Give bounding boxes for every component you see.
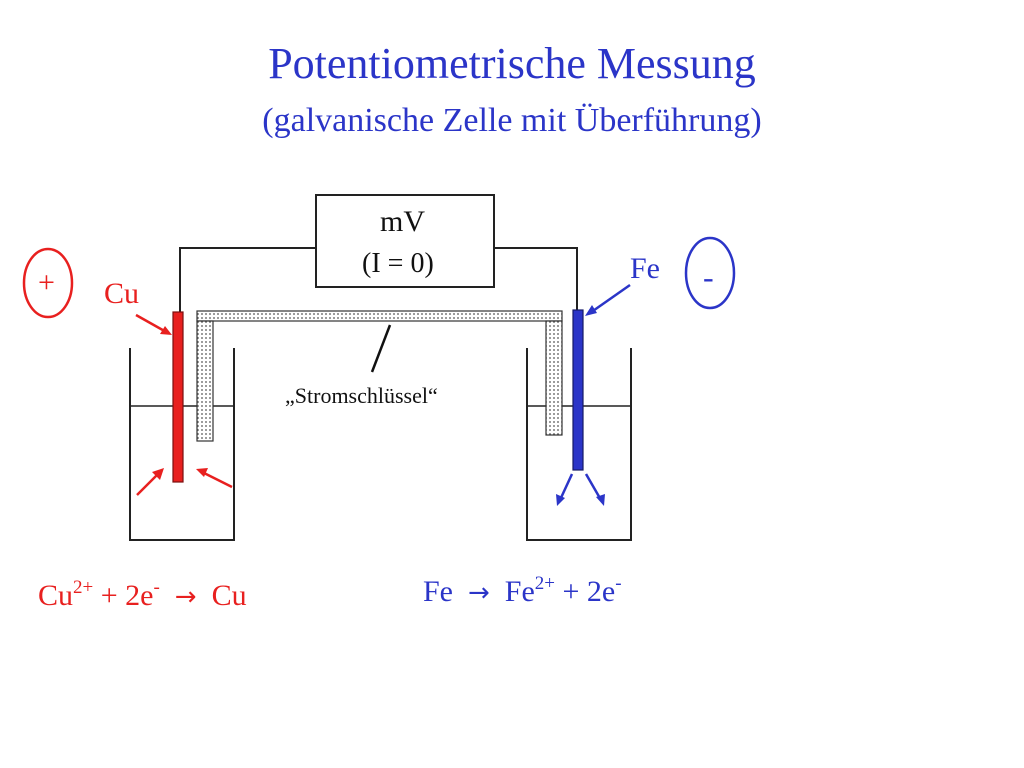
fe-electrode-label: Fe bbox=[630, 252, 660, 285]
positive-pole-circle bbox=[22, 247, 74, 319]
cu-pointer-arrow bbox=[135, 313, 172, 335]
anode-electron-sign: - bbox=[615, 573, 622, 594]
anode-reaction-arrow: → bbox=[468, 578, 490, 608]
voltmeter-box bbox=[315, 194, 495, 288]
page-subtitle: (galvanische Zelle mit Überführung) bbox=[262, 102, 762, 139]
left-wire bbox=[179, 247, 316, 312]
fe-electrode bbox=[572, 309, 584, 471]
left-beaker bbox=[129, 348, 235, 541]
cathode-product: Cu bbox=[211, 579, 247, 612]
negative-pole-circle bbox=[684, 236, 736, 310]
cu-ion-arrow-right bbox=[196, 468, 233, 489]
anode-electrons: + 2e bbox=[562, 575, 616, 608]
fe-pointer-arrow bbox=[585, 283, 631, 316]
anode-reactant: Fe bbox=[423, 575, 453, 608]
cu-ion-arrow-left bbox=[136, 468, 164, 496]
positive-pole-sign: + bbox=[38, 266, 55, 299]
cathode-electron-sign: - bbox=[153, 577, 160, 598]
anode-reaction: Fe → Fe2+ + 2e- bbox=[423, 573, 622, 610]
salt-bridge-pointer bbox=[370, 324, 392, 373]
cathode-reactant: Cu bbox=[38, 579, 74, 612]
voltmeter-condition: (I = 0) bbox=[362, 248, 434, 279]
right-wire bbox=[494, 247, 578, 312]
fe-ion-arrow-left bbox=[556, 473, 574, 506]
cathode-reaction-arrow: → bbox=[174, 582, 197, 612]
anode-product: Fe bbox=[504, 575, 535, 608]
fe-ion-arrow-right bbox=[584, 473, 605, 506]
voltmeter-unit: mV bbox=[380, 205, 425, 238]
anode-product-charge: 2+ bbox=[534, 573, 556, 594]
salt-bridge-top bbox=[196, 310, 563, 322]
salt-bridge-label: „Stromschlüssel“ bbox=[285, 383, 438, 408]
page-title: Potentiometrische Messung bbox=[268, 39, 756, 88]
right-beaker bbox=[526, 348, 632, 541]
cu-electrode bbox=[172, 311, 184, 483]
cathode-reaction: Cu2+ + 2e- → Cu bbox=[38, 577, 247, 614]
salt-bridge-left-leg bbox=[196, 320, 214, 442]
cu-electrode-label: Cu bbox=[104, 277, 140, 310]
negative-pole-sign: - bbox=[703, 259, 714, 295]
cathode-electrons: + 2e bbox=[100, 579, 154, 612]
salt-bridge-right-leg bbox=[545, 320, 563, 436]
cathode-reactant-charge: 2+ bbox=[73, 577, 94, 598]
